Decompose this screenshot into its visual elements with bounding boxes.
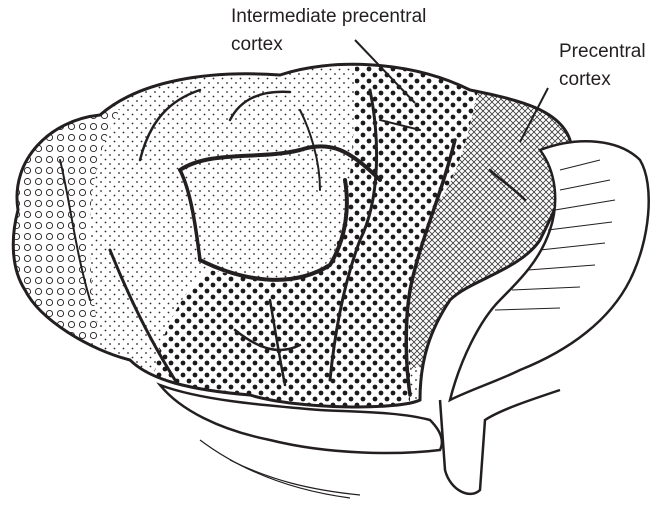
precentral-label-line1: Precentral — [559, 41, 646, 62]
intermediate-label-line2: cortex — [231, 34, 283, 55]
brainstem — [440, 390, 560, 494]
precentral-label-line2: cortex — [559, 69, 611, 90]
intermediate-label-line1: Intermediate precentral — [231, 6, 426, 27]
